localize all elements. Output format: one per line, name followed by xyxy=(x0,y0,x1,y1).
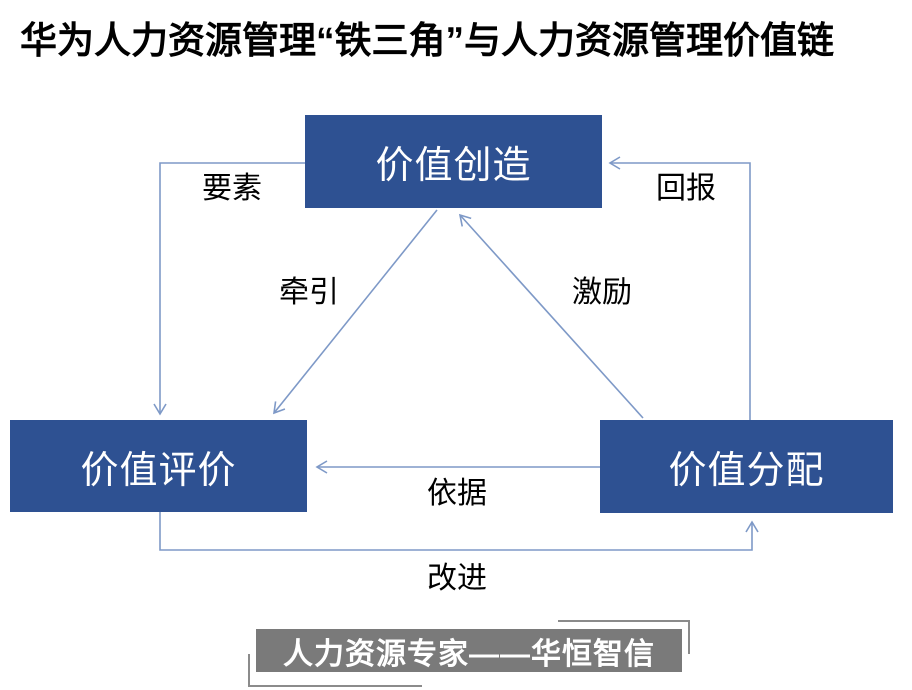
edge-gaijin-line xyxy=(159,512,759,551)
edge-label-qianyin: 牵引 xyxy=(279,276,339,309)
edge-qianyin-line xyxy=(273,209,438,415)
node-value-distribution: 价值分配 xyxy=(600,420,893,513)
footer-banner: 人力资源专家——华恒智信 xyxy=(256,629,682,672)
footer-brand-text: 人力资源专家——华恒智信 xyxy=(283,637,655,671)
edge-label-yiju: 依据 xyxy=(427,477,487,510)
edge-label-gaijin: 改进 xyxy=(427,562,487,595)
node-value-creation: 价值创造 xyxy=(305,115,602,208)
edge-label-jili: 激励 xyxy=(572,276,632,309)
node-value-evaluation: 价值评价 xyxy=(10,420,307,512)
page-title: 华为人力资源管理“铁三角”与人力资源管理价值链 xyxy=(20,20,834,61)
footer-corner-bracket-top-right xyxy=(558,620,690,654)
node-value-creation-label: 价值创造 xyxy=(375,145,532,187)
footer-corner-bracket-bottom-left xyxy=(248,654,422,687)
edge-label-yaosu: 要素 xyxy=(202,172,262,205)
node-value-evaluation-label: 价值评价 xyxy=(80,449,237,492)
node-value-distribution-label: 价值分配 xyxy=(668,450,825,492)
edge-label-huibao: 回报 xyxy=(656,172,716,205)
edge-huibao-line xyxy=(608,156,751,420)
edge-yaosu-line xyxy=(153,162,305,416)
edge-jili-line xyxy=(458,213,644,419)
